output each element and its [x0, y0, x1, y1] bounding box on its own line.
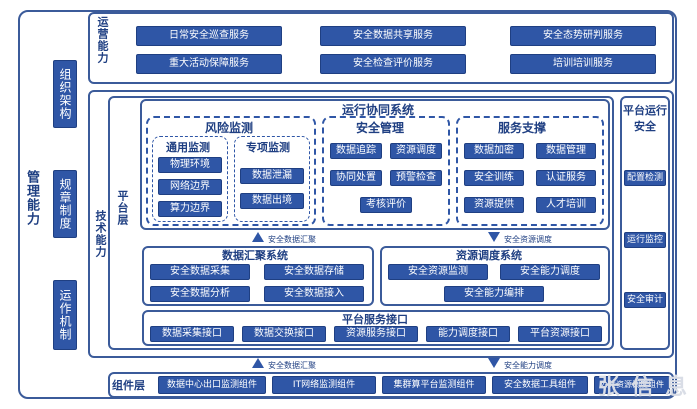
resource-system-box [380, 246, 610, 306]
aggregation-up-arrow [252, 232, 264, 242]
tech-capability-label: 技术能力 [94, 210, 107, 258]
support-item: 数据加密 [464, 143, 524, 159]
resource-system-title: 资源调度系统 [456, 249, 522, 262]
component-layer-box [108, 372, 674, 398]
service-pill: 重大活动保障服务 [136, 54, 282, 74]
support-item: 数据管理 [536, 143, 596, 159]
org-structure-pill: 组织架构 [53, 60, 77, 128]
safety-item: 资源调度 [390, 143, 442, 159]
component-layer-label: 组件层 [112, 379, 145, 392]
platform-security-title: 平台运行安全 [623, 104, 667, 133]
special-monitoring-group [234, 136, 310, 222]
management-capability-label: 管理能力 [24, 170, 39, 226]
coordination-system-title: 运行协同系统 [342, 103, 415, 117]
aggregation-item: 安全数据接入 [264, 286, 364, 302]
safety-management-title: 安全管理 [356, 121, 405, 135]
special-item: 数据出境 [240, 193, 304, 209]
service-pill: 安全态势研判服务 [510, 26, 656, 46]
special-monitoring-title: 专项监测 [246, 141, 290, 154]
safety-item: 协同处置 [330, 170, 382, 186]
security-item: 配置检测 [624, 170, 666, 186]
security-item: 安全审计 [624, 292, 666, 308]
general-item: 网络边界 [158, 179, 222, 195]
interfaces-box [142, 310, 610, 346]
service-pill: 培训培训服务 [510, 54, 656, 74]
general-monitoring-title: 通用监测 [166, 141, 210, 154]
interfaces-title: 平台服务接口 [342, 313, 408, 326]
aggregation-system-box [142, 246, 374, 306]
safety-item: 数据追踪 [330, 143, 382, 159]
watermark-text: 张 信 息 [597, 375, 689, 400]
aggregation-item: 安全数据分析 [150, 286, 250, 302]
risk-monitoring-group [146, 116, 316, 226]
safety-management-group [322, 116, 450, 226]
platform-layer-label: 平台层 [116, 190, 129, 226]
risk-monitoring-title: 风险监测 [205, 121, 254, 135]
interface-item: 数据交换接口 [242, 326, 326, 342]
aggregation-system-title: 数据汇聚系统 [222, 249, 288, 262]
interface-item: 资源服务接口 [334, 326, 418, 342]
interface-item: 能力调度接口 [426, 326, 510, 342]
service-pill: 日常安全巡查服务 [136, 26, 282, 46]
aggregation-item: 安全数据采集 [150, 264, 250, 280]
general-item: 算力边界 [158, 201, 222, 217]
coordination-system-box [140, 99, 610, 230]
resource-arrow-label: 安全资源调度 [504, 235, 552, 244]
management-frame [18, 10, 677, 399]
safety-item: 预警检查 [390, 170, 442, 186]
special-item: 数据泄漏 [240, 168, 304, 184]
platform-security-box [620, 96, 670, 350]
service-support-group [456, 116, 604, 226]
general-item: 物理环境 [158, 157, 222, 173]
service-pill: 安全检查评价服务 [320, 54, 466, 74]
tech-capability-box [88, 90, 674, 358]
security-item: 运行监控 [624, 232, 666, 248]
component-item: 集群算平台监测组件 [382, 376, 486, 394]
operation-capability-box [88, 12, 674, 84]
interface-item: 平台资源接口 [518, 326, 602, 342]
resource-down-arrow [488, 232, 500, 242]
bottom-up-arrow-label: 安全数据汇聚 [268, 361, 316, 370]
aggregation-arrow-label: 安全数据汇聚 [268, 235, 316, 244]
bottom-down-arrow-label: 安全能力调度 [504, 361, 552, 370]
resource-item: 安全能力编排 [444, 286, 544, 302]
component-item: 公共资源调度组件 [594, 376, 670, 394]
service-support-title: 服务支撑 [498, 121, 547, 135]
bottom-up-arrow [252, 358, 264, 368]
rules-pill: 规章制度 [53, 170, 77, 238]
support-item: 资源提供 [464, 197, 524, 213]
support-item: 安全训练 [464, 170, 524, 186]
component-item: 安全数据工具组件 [492, 376, 588, 394]
support-item: 认证服务 [536, 170, 596, 186]
component-item: IT网络监测组件 [272, 376, 376, 394]
service-pill: 安全数据共享服务 [320, 26, 466, 46]
resource-item: 安全能力调度 [500, 264, 600, 280]
general-monitoring-group [152, 136, 228, 222]
support-item: 人才培训 [536, 197, 596, 213]
aggregation-item: 安全数据存储 [264, 264, 364, 280]
safety-item: 考核评价 [360, 197, 412, 213]
platform-layer-box [108, 96, 614, 350]
mechanism-pill: 运作机制 [53, 280, 77, 350]
operation-capability-label: 运营能力 [96, 16, 109, 64]
component-item: 数据中心出口监测组件 [158, 376, 266, 394]
bottom-down-arrow [488, 358, 500, 368]
resource-item: 安全资源监测 [388, 264, 488, 280]
interface-item: 数据采集接口 [150, 326, 234, 342]
